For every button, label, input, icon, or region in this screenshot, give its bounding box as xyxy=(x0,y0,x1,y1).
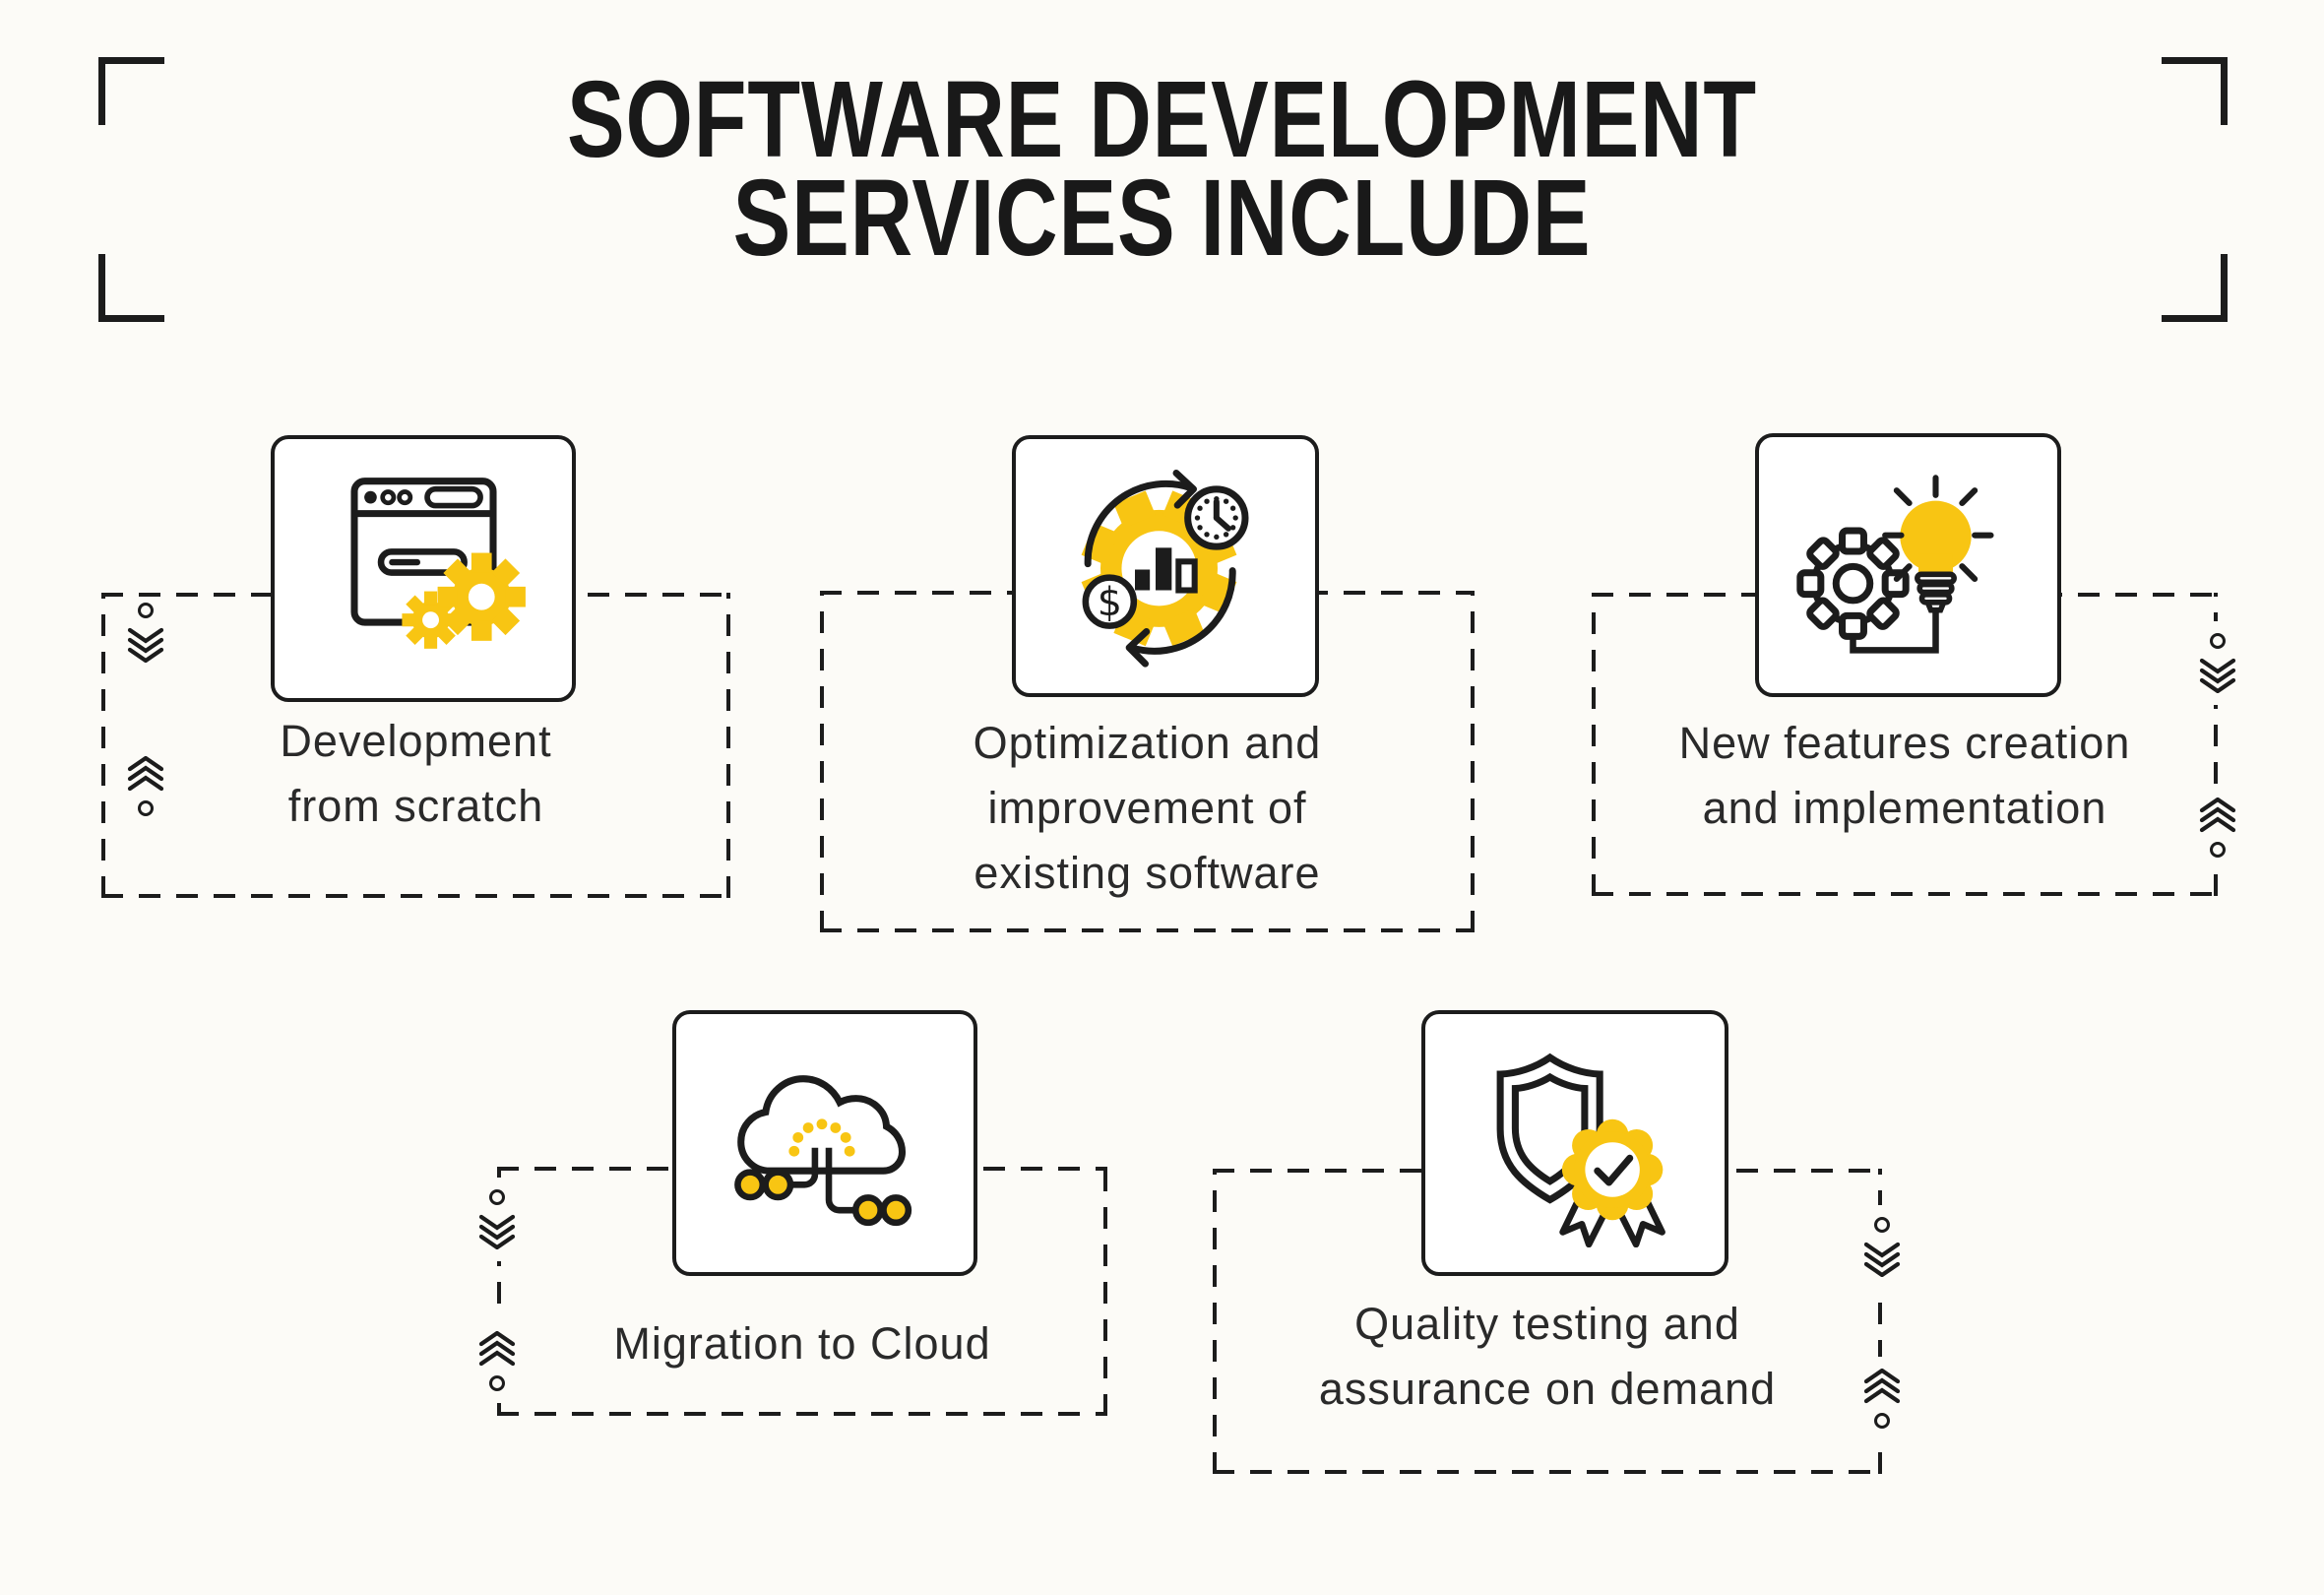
shield-badge-icon xyxy=(1496,1053,1665,1247)
outline-gear xyxy=(1796,527,1910,640)
deco-bottom-development xyxy=(123,756,168,816)
deco-bottom-migration xyxy=(474,1319,520,1403)
page-title-line2: SERVICES INCLUDE xyxy=(732,158,1592,279)
frame-corner-top-right-icon xyxy=(2162,57,2228,125)
dot-circle-icon xyxy=(1874,1217,1890,1233)
bulb-rays xyxy=(1882,475,1994,583)
service-label-development: Development from scratch xyxy=(101,709,730,839)
dot-circle-icon xyxy=(1874,1413,1890,1429)
service-label-optimization: Optimization and improvement of existing… xyxy=(820,711,1475,906)
network-nodes xyxy=(733,1169,911,1227)
dot-circle-icon xyxy=(2210,842,2226,858)
chevron-up-icon xyxy=(1863,1369,1901,1404)
frame-corner-bottom-right-icon xyxy=(2162,254,2228,322)
label-line: assurance on demand xyxy=(1318,1364,1777,1414)
frame-corner-bottom-left-icon xyxy=(98,254,164,322)
label-line: Optimization and xyxy=(973,718,1322,768)
page-title-line1: SOFTWARE DEVELOPMENT xyxy=(567,59,1757,180)
label-line: from scratch xyxy=(287,781,544,831)
label-line: existing software xyxy=(974,848,1321,898)
process-cycle-icon: $ xyxy=(1081,470,1248,668)
deco-top-quality xyxy=(1859,1205,1905,1289)
chevron-up-icon xyxy=(127,756,164,792)
dot-circle-icon xyxy=(489,1375,505,1391)
dot-circle-icon xyxy=(489,1189,505,1205)
chevron-down-icon xyxy=(2199,658,2236,693)
icon-card-migration xyxy=(672,1010,977,1276)
frame-corner-top-left-icon xyxy=(98,57,164,125)
deco-bottom-quality xyxy=(1859,1357,1905,1440)
label-line: improvement of xyxy=(987,783,1307,833)
icon-card-new-features xyxy=(1755,433,2061,697)
icon-card-optimization: $ xyxy=(1012,435,1319,697)
dollar-icon: $ xyxy=(1082,574,1137,629)
deco-bottom-new-features xyxy=(2195,786,2240,869)
page-title: SOFTWARE DEVELOPMENT SERVICES INCLUDE xyxy=(232,59,2092,279)
cycle-arrows xyxy=(1084,470,1236,668)
dot-circle-icon xyxy=(138,800,154,816)
bar-chart-glyph xyxy=(1134,547,1198,594)
browser-gears-icon xyxy=(349,477,526,649)
deco-top-migration xyxy=(474,1178,520,1261)
clock-icon xyxy=(1183,485,1248,550)
chevron-down-icon xyxy=(478,1214,516,1249)
checkmark-icon xyxy=(1593,1154,1633,1186)
rosette-badge xyxy=(1561,1118,1663,1221)
deco-top-development xyxy=(123,603,168,663)
chevron-down-icon xyxy=(1863,1242,1901,1277)
label-line: and implementation xyxy=(1702,783,2107,833)
upload-dots xyxy=(787,1118,855,1157)
dot-circle-icon xyxy=(138,603,154,618)
cloud-network-icon xyxy=(733,1075,911,1227)
dot-circle-icon xyxy=(2210,633,2226,649)
label-line: New features creation xyxy=(1678,718,2131,768)
chevron-down-icon xyxy=(127,627,164,663)
service-label-new-features: New features creation and implementation xyxy=(1592,711,2218,841)
big-gear xyxy=(437,552,526,641)
label-line: Migration to Cloud xyxy=(613,1318,991,1369)
label-line: Quality testing and xyxy=(1354,1299,1740,1349)
lightbulb xyxy=(1882,475,1994,613)
wire xyxy=(1850,606,1939,654)
label-line: Development xyxy=(280,716,552,766)
svg-text:$: $ xyxy=(1097,580,1121,625)
chevron-up-icon xyxy=(2199,798,2236,833)
icon-card-quality xyxy=(1421,1010,1728,1276)
service-label-quality: Quality testing and assurance on demand xyxy=(1213,1292,1882,1422)
service-label-migration: Migration to Cloud xyxy=(497,1311,1107,1376)
icon-card-development xyxy=(271,435,576,702)
deco-top-new-features xyxy=(2195,621,2240,705)
chevron-up-icon xyxy=(478,1331,516,1367)
gear-lightbulb-icon xyxy=(1796,475,1994,654)
